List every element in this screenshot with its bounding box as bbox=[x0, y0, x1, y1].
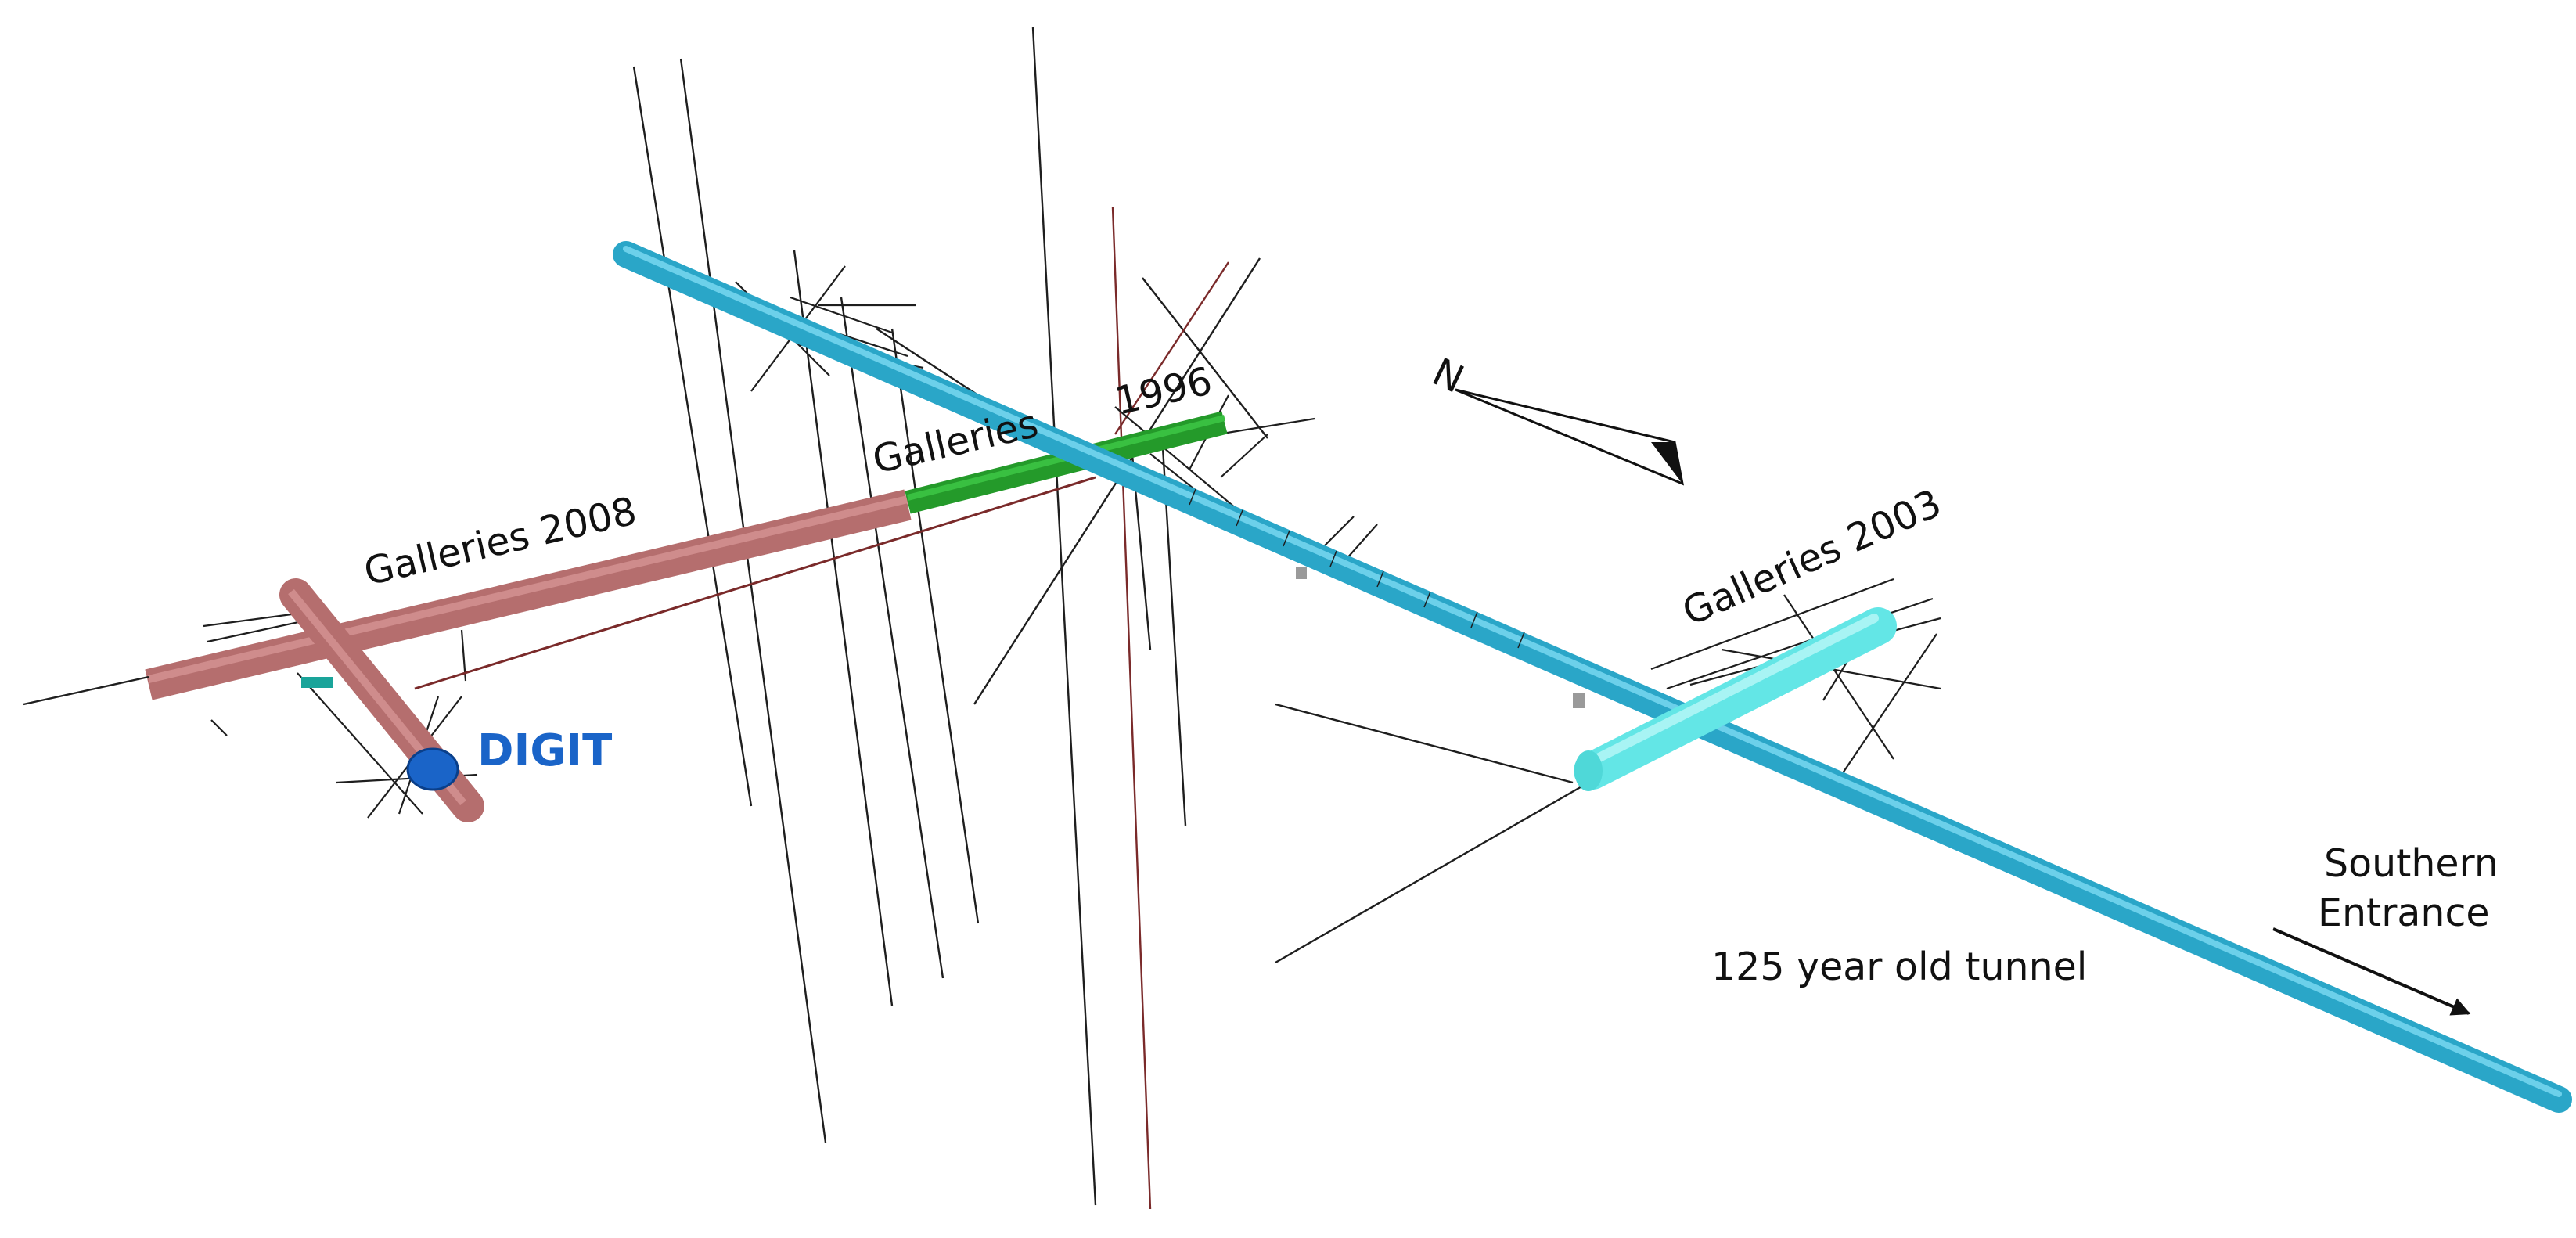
galleries-2008-tunnel bbox=[23, 476, 1096, 822]
label-galleries-2003: Galleries 2003 bbox=[1676, 480, 1948, 635]
boreholes bbox=[632, 27, 1589, 1210]
borehole bbox=[840, 297, 944, 979]
label-southern-entrance-line1: Southern bbox=[2324, 841, 2499, 886]
borehole bbox=[1275, 703, 1574, 784]
borehole bbox=[1031, 27, 1097, 1206]
arrow-right-icon bbox=[2272, 927, 2471, 1016]
borehole bbox=[1275, 781, 1589, 964]
borehole bbox=[793, 250, 894, 1006]
borehole-red bbox=[1114, 261, 1230, 435]
borehole-red bbox=[1111, 207, 1152, 1210]
label-southern-entrance-line2: Entrance bbox=[2318, 891, 2490, 935]
north-arrow-icon: N bbox=[1426, 350, 1684, 486]
label-digit: DIGIT bbox=[477, 725, 612, 776]
galleries-2003-tunnel bbox=[1574, 607, 1897, 791]
borehole bbox=[876, 327, 979, 397]
borehole bbox=[890, 328, 980, 924]
borehole bbox=[679, 58, 827, 1143]
old-tunnel bbox=[613, 241, 2572, 1113]
label-old-tunnel: 125 year old tunnel bbox=[1711, 945, 2087, 989]
borehole bbox=[632, 66, 753, 807]
borehole bbox=[1142, 277, 1268, 439]
digit-marker bbox=[406, 747, 459, 791]
label-galleries-1996-year: 1996 bbox=[1111, 358, 1216, 424]
